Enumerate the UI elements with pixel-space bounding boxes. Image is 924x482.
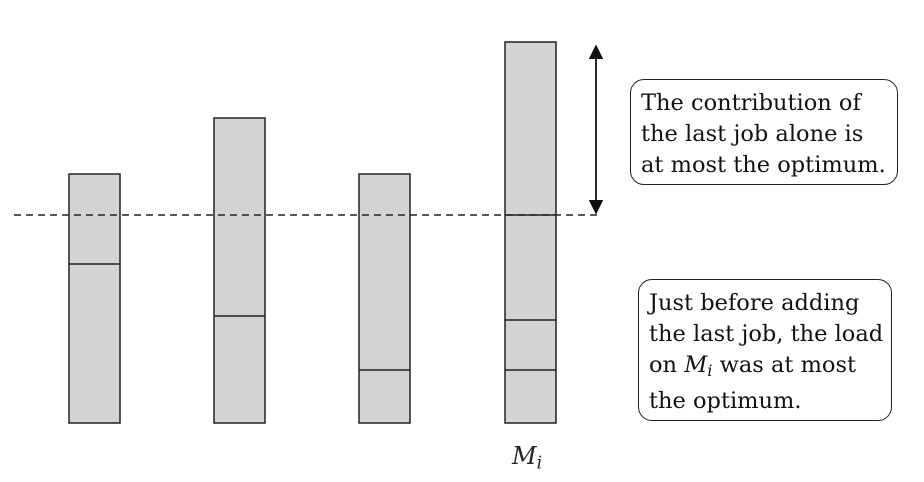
- callout-top-line-3: at most the optimum.: [641, 152, 886, 178]
- machine-column-mi: [504, 41, 557, 424]
- machine-mi-label: Mi: [512, 442, 542, 473]
- machine-label-sub: i: [536, 453, 543, 474]
- callout-bottom-machine-sub: i: [707, 361, 713, 381]
- machine-column-2: [213, 117, 266, 424]
- machine-3-load-bar: [358, 173, 411, 424]
- callout-bottom-line-3-prefix: on: [649, 352, 685, 378]
- machine-mi-load-bar: [504, 41, 557, 424]
- machine-column-1: [68, 173, 121, 424]
- callout-bottom-line-2: the last job, the load: [649, 321, 884, 347]
- callout-bottom-machine-var: M: [684, 352, 708, 378]
- callout-top-line-1: The contribution of: [641, 90, 861, 116]
- callout-top-line-2: the last job alone is: [641, 121, 864, 147]
- callout-bottom-line-3: on Mi was at most: [649, 350, 881, 386]
- machine-column-3: [358, 173, 411, 424]
- callout-bottom-line-4: the optimum.: [649, 388, 802, 415]
- machine-2-load-bar: [213, 117, 266, 424]
- callout-bottom-line-1: Just before adding: [649, 290, 860, 316]
- callout-last-job-contribution: The contribution of the last job alone i…: [630, 79, 898, 185]
- callout-load-before-last-job: Just before adding the last job, the loa…: [638, 279, 892, 421]
- machine-1-load-bar: [68, 173, 121, 424]
- callout-bottom-line-3-suffix: was at most: [712, 352, 857, 378]
- machine-label-var: M: [512, 442, 537, 470]
